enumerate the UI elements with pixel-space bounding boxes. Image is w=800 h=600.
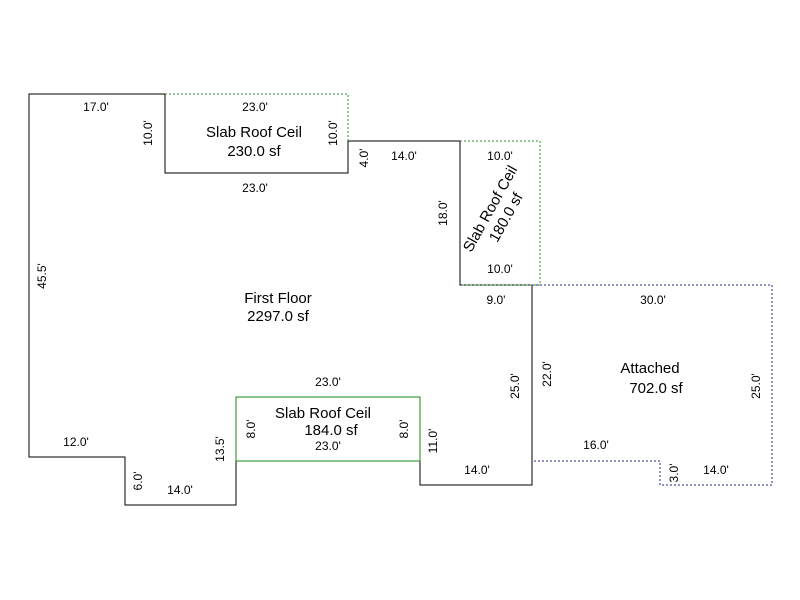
dim-main-top-left: 17.0' [83, 100, 109, 114]
dim-slab-right-bottom: 10.0' [487, 262, 513, 276]
dim-slab-top-right: 10.0' [326, 120, 340, 146]
dim-right-step-width: 14.0' [391, 149, 417, 163]
dim-right-step-top: 4.0' [357, 149, 371, 168]
dim-notch-bottom: 14.0' [167, 483, 193, 497]
dim-bottom-right-bump: 11.0' [426, 429, 440, 454]
dim-right-step-left: 18.0' [436, 200, 450, 226]
slab-top-area: 230.0 sf [227, 143, 281, 160]
dim-attached-bottom-right: 14.0' [703, 463, 729, 477]
first-floor-name: First Floor [244, 290, 312, 307]
slab-bottom-name: Slab Roof Ceil [275, 405, 371, 422]
dim-slab-top-bottom: 23.0' [242, 181, 268, 195]
dim-notch-right: 13.5' [213, 436, 227, 462]
dim-attached-left: 22.0' [540, 361, 554, 387]
dim-main-left: 45.5' [35, 263, 49, 289]
dim-right-wall: 25.0' [508, 373, 522, 399]
attached-area: 702.0 sf [629, 380, 683, 397]
dim-slab-top-left: 10.0' [141, 120, 155, 146]
dim-attached-step: 3.0' [667, 464, 681, 483]
slab-top-name: Slab Roof Ceil [206, 124, 302, 141]
slab-bottom-area: 184.0 sf [304, 422, 358, 439]
dim-attached-bottom: 16.0' [583, 438, 609, 452]
attached-outline [532, 284, 773, 486]
dim-slab-right-top: 10.0' [487, 149, 513, 163]
dim-slab-top-top: 23.0' [242, 100, 268, 114]
dim-bottom-right-width: 14.0' [464, 463, 490, 477]
attached-name: Attached [620, 360, 679, 377]
dim-main-bottom-left: 12.0' [63, 435, 89, 449]
dim-attached-top: 30.0' [640, 293, 666, 307]
first-floor-outline [28, 93, 533, 506]
dim-step-9: 9.0' [487, 293, 506, 307]
dim-slab-bottom-right: 8.0' [397, 420, 411, 439]
dim-slab-bottom-left: 8.0' [244, 420, 258, 439]
slab-bottom-outline [235, 396, 421, 462]
first-floor-area: 2297.0 sf [247, 308, 310, 325]
dim-attached-right: 25.0' [749, 373, 763, 399]
dim-slab-bottom-bottom: 23.0' [315, 439, 341, 453]
dim-notch-left: 6.0' [131, 472, 145, 491]
slab-top-outline [165, 93, 349, 141]
slab-right-outline [460, 140, 541, 286]
dim-slab-bottom-top: 23.0' [315, 375, 341, 389]
